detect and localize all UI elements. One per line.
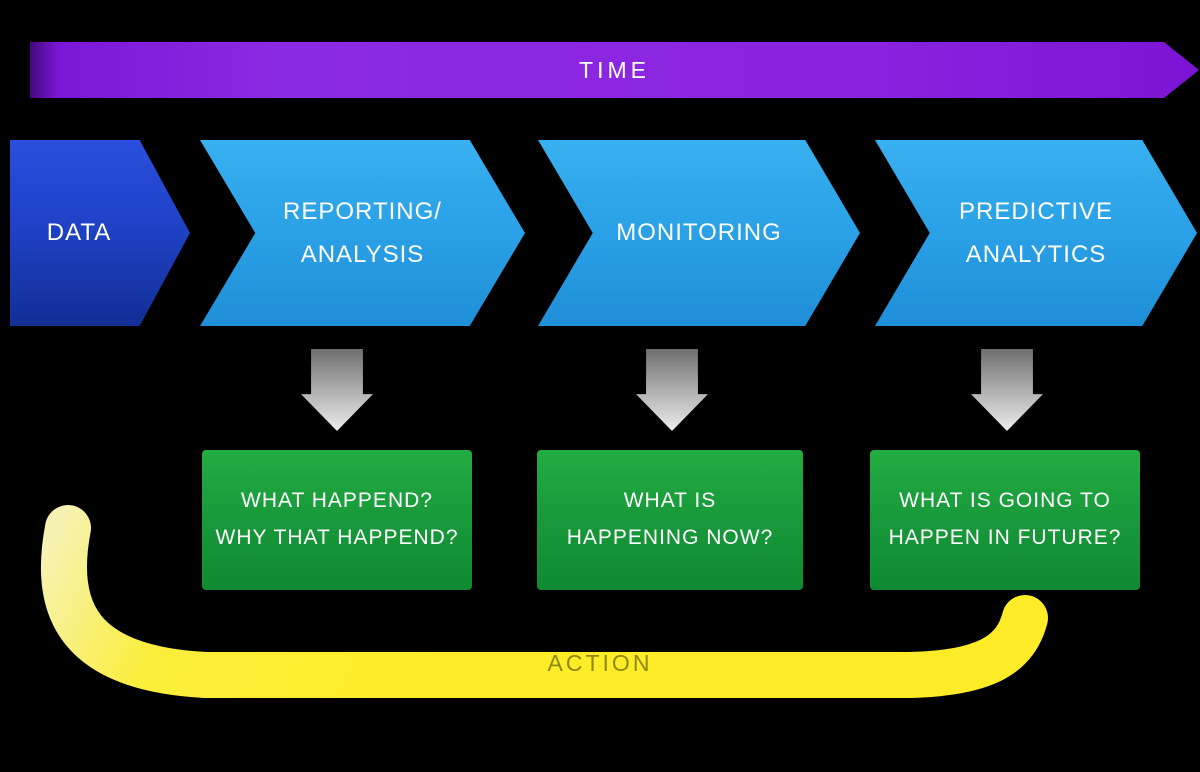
reporting-arrow-label-line2: ANALYSIS (300, 241, 425, 268)
data-arrow-label: DATA (46, 219, 112, 247)
down-arrow-icon (971, 349, 1043, 431)
monitoring-arrow-label: MONITORING (616, 219, 782, 247)
answer-box-monitoring: WHAT IS HAPPENING NOW? (537, 450, 803, 590)
time-label: TIME (579, 56, 650, 83)
predictive-arrow-label-line2: ANALYTICS (965, 241, 1107, 268)
flow-arrow-data: DATA (10, 140, 190, 326)
flow-arrow-monitoring: MONITORING (538, 140, 860, 326)
answer-box-line2: WHY THAT HAPPEND? (215, 526, 459, 549)
answer-box-line2: HAPPEN IN FUTURE? (888, 526, 1122, 549)
answer-box-predictive: WHAT IS GOING TO HAPPEN IN FUTURE? (870, 450, 1140, 590)
answer-box-line1: WHAT IS (623, 489, 717, 513)
answer-box-line1: WHAT IS GOING TO (899, 489, 1111, 513)
reporting-arrow-label-line1: REPORTING/ (283, 197, 442, 225)
answer-box-reporting: WHAT HAPPEND? WHY THAT HAPPEND? (202, 450, 472, 590)
down-arrow-icon (636, 349, 708, 431)
predictive-arrow-label-line1: PREDICTIVE (958, 197, 1114, 225)
flow-arrow-reporting-analysis: REPORTING/ ANALYSIS (200, 140, 525, 326)
time-arrow: TIME (30, 42, 1199, 98)
answer-box-line2: HAPPENING NOW? (566, 526, 774, 549)
answer-box-line1: WHAT HAPPEND? (241, 489, 433, 513)
flow-arrow-predictive-analytics: PREDICTIVE ANALYTICS (875, 140, 1197, 326)
down-arrow-icon (301, 349, 373, 431)
action-label: ACTION (547, 650, 653, 676)
